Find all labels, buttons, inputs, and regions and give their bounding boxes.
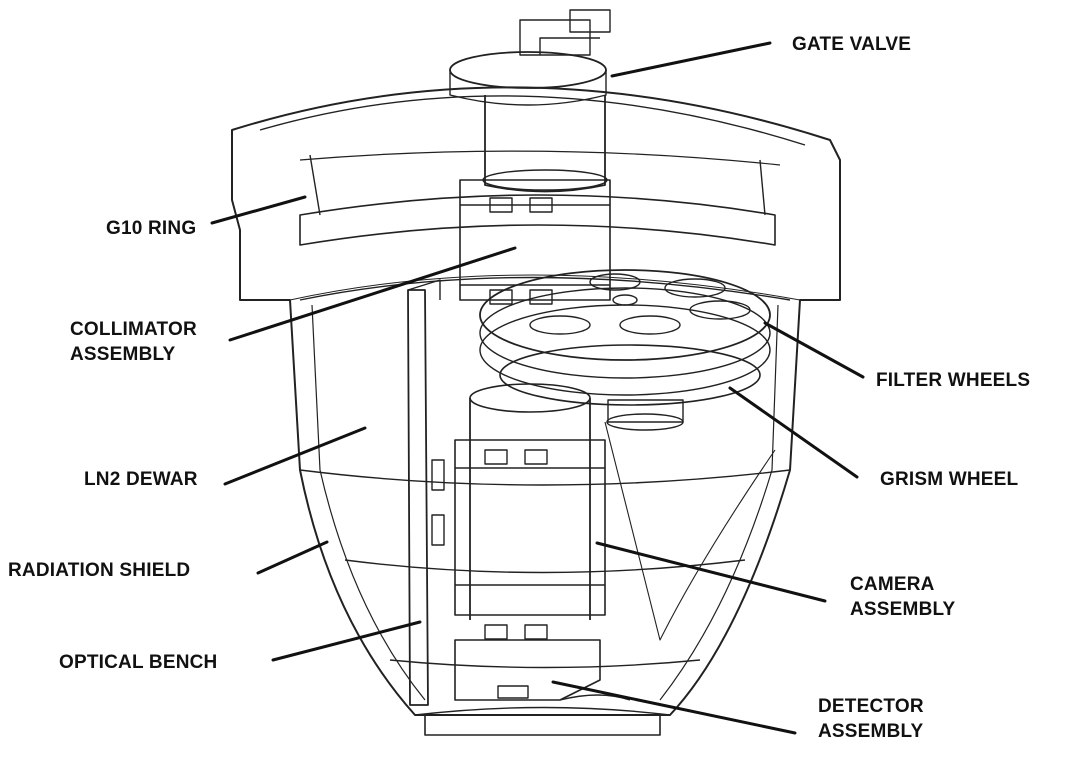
label-detector-line1: DETECTOR bbox=[818, 696, 924, 717]
label-collimator-line2: ASSEMBLY bbox=[70, 344, 176, 365]
gate-valve-shape bbox=[449, 9, 611, 106]
label-filter-wheels: FILTER WHEELS bbox=[876, 370, 1031, 391]
label-camera: CAMERA ASSEMBLY bbox=[850, 572, 955, 622]
leader-ln2-dewar bbox=[223, 426, 367, 486]
collimator-shape bbox=[459, 95, 611, 305]
leader-grism-wheel bbox=[728, 386, 859, 479]
label-camera-line2: ASSEMBLY bbox=[850, 599, 956, 620]
label-gate-valve: GATE VALVE bbox=[792, 34, 912, 55]
leader-g10-ring bbox=[210, 195, 307, 225]
leader-lines bbox=[210, 41, 865, 735]
leader-camera bbox=[595, 541, 827, 603]
leader-detector bbox=[551, 680, 797, 735]
camera-shape bbox=[431, 383, 606, 640]
label-detector: DETECTOR ASSEMBLY bbox=[818, 694, 924, 744]
label-ln2-dewar: LN2 DEWAR bbox=[84, 469, 198, 490]
leader-filter-wheels bbox=[763, 321, 865, 379]
label-radiation-shield: RADIATION SHIELD bbox=[8, 560, 191, 581]
label-collimator-line1: COLLIMATOR bbox=[70, 319, 197, 340]
detector-shape bbox=[454, 639, 631, 701]
label-grism-wheel: GRISM WHEEL bbox=[880, 469, 1019, 490]
label-optical-bench: OPTICAL BENCH bbox=[59, 652, 218, 673]
label-camera-line1: CAMERA bbox=[850, 574, 935, 595]
leader-gate-valve bbox=[610, 41, 772, 78]
label-g10-ring: G10 RING bbox=[106, 218, 197, 239]
radiation-shield-shape bbox=[311, 304, 779, 701]
leader-collimator bbox=[228, 246, 517, 342]
label-collimator: COLLIMATOR ASSEMBLY bbox=[70, 317, 197, 367]
leader-radiation-shield bbox=[256, 540, 329, 575]
label-detector-line2: ASSEMBLY bbox=[818, 721, 924, 742]
filter-wheels-shape bbox=[479, 269, 771, 396]
leader-optical-bench bbox=[271, 620, 422, 662]
grism-wheel-shape bbox=[499, 344, 776, 641]
optical-bench-shape bbox=[407, 279, 441, 706]
